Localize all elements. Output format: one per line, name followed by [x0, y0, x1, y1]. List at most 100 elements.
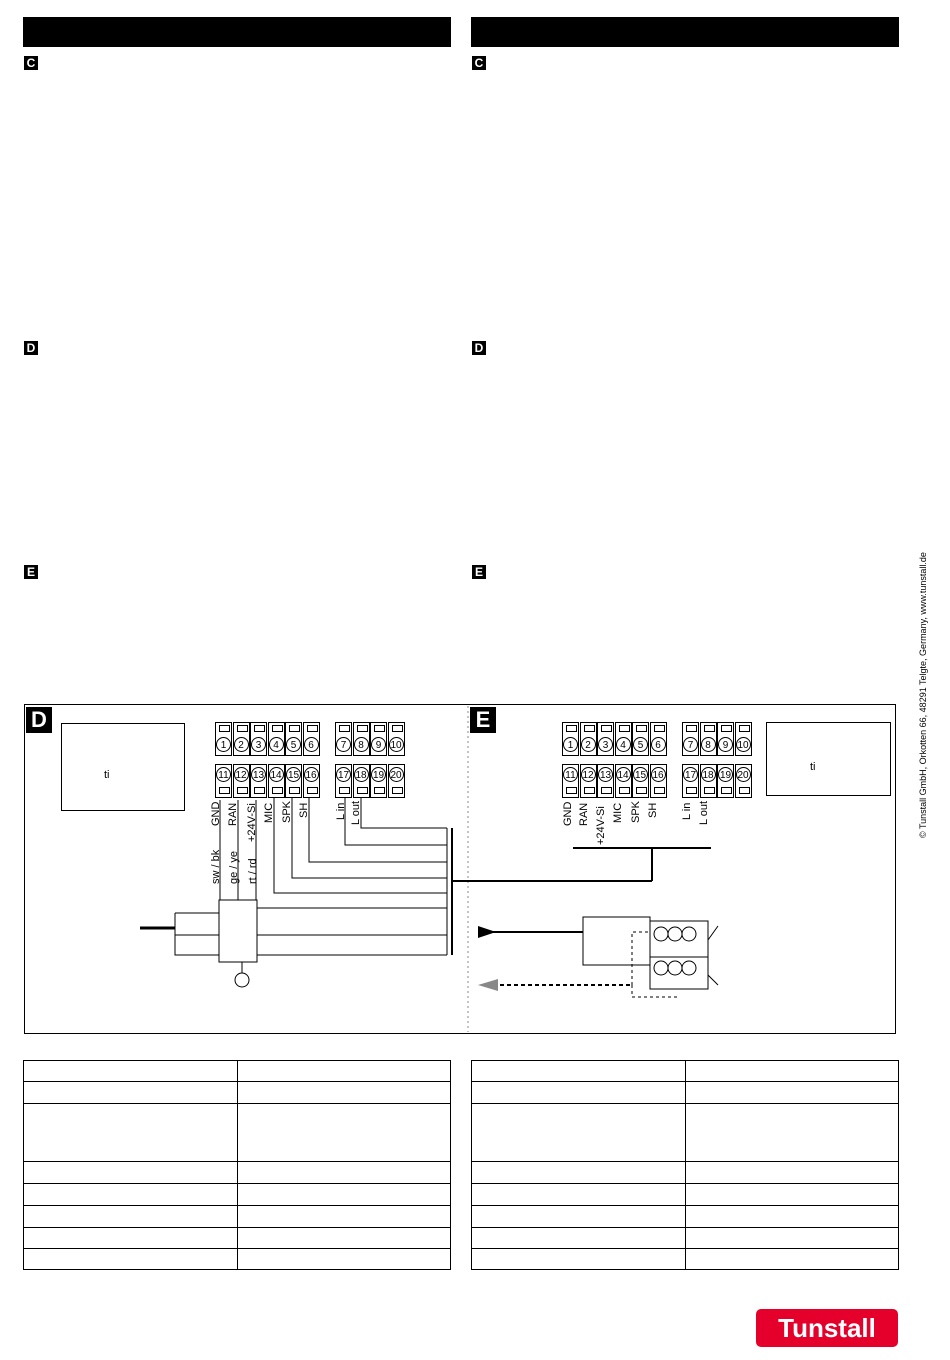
terminal-slot — [391, 725, 403, 732]
terminal-number: 2 — [233, 737, 249, 752]
signal-label: SH — [647, 802, 659, 818]
terminal-slot — [289, 725, 300, 732]
terminal-slot — [686, 725, 697, 732]
terminal-slot — [391, 787, 403, 794]
terminal: 7 — [335, 722, 352, 756]
terminal-slot — [686, 787, 697, 794]
section-e-left: E — [24, 565, 38, 579]
terminal-number: 12 — [233, 767, 249, 782]
terminal: 6 — [649, 722, 667, 756]
terminal-number: 19 — [718, 767, 733, 782]
terminal-number: 7 — [336, 737, 351, 752]
terminal-slot — [738, 787, 750, 794]
terminal-number: 5 — [286, 737, 301, 752]
device-box-d: ti — [61, 723, 185, 811]
terminal-slot — [219, 787, 230, 794]
terminal-slot — [721, 725, 732, 732]
terminal-number: 7 — [683, 737, 698, 752]
terminal-number: 13 — [598, 767, 613, 782]
terminal: 17 — [682, 764, 699, 798]
terminal-number: 16 — [650, 767, 666, 782]
terminal-number: 3 — [251, 737, 266, 752]
terminal-slot — [374, 787, 385, 794]
terminal: 13 — [597, 764, 614, 798]
signal-label: L in — [335, 802, 347, 820]
terminal: 4 — [267, 722, 285, 756]
terminal-number: 1 — [216, 737, 231, 752]
terminal-number: 20 — [735, 767, 751, 782]
terminal-slot — [339, 725, 350, 732]
terminal: 12 — [232, 764, 250, 798]
diagram-e-tag: E — [470, 707, 496, 733]
signal-label: L out — [698, 800, 710, 825]
header-bar-right — [471, 17, 899, 47]
terminal-slot — [653, 787, 665, 794]
terminal-slot — [271, 725, 283, 732]
terminal: 11 — [215, 764, 232, 798]
terminal: 15 — [632, 764, 649, 798]
terminal-number: 9 — [371, 737, 386, 752]
terminal: 14 — [267, 764, 285, 798]
terminal: 5 — [285, 722, 302, 756]
terminal-number: 10 — [735, 737, 751, 752]
terminal-slot — [374, 725, 385, 732]
header-bar-left — [23, 17, 451, 47]
terminal-number: 18 — [700, 767, 716, 782]
terminal-number: 17 — [683, 767, 698, 782]
table-right — [471, 1060, 899, 1270]
terminal: 2 — [579, 722, 597, 756]
terminal-slot — [356, 787, 368, 794]
device-box-e: ti — [766, 722, 891, 796]
terminal: 12 — [579, 764, 597, 798]
terminal-slot — [601, 787, 612, 794]
terminal-number: 5 — [633, 737, 648, 752]
terminal-number: 6 — [303, 737, 319, 752]
terminal: 13 — [250, 764, 267, 798]
terminal-slot — [703, 725, 715, 732]
terminal: 3 — [250, 722, 267, 756]
terminal: 7 — [682, 722, 699, 756]
section-c-right: C — [472, 56, 486, 70]
signal-label: GND — [562, 801, 574, 826]
terminal: 1 — [562, 722, 579, 756]
signal-label: SPK — [630, 800, 642, 823]
terminal-number: 2 — [580, 737, 596, 752]
terminal: 20 — [387, 764, 405, 798]
terminal: 17 — [335, 764, 352, 798]
signal-label: MIC — [612, 802, 624, 823]
table-left — [23, 1060, 451, 1270]
device-box-d-label: ti — [104, 769, 110, 781]
terminal-slot — [566, 787, 577, 794]
terminal-slot — [566, 725, 577, 732]
tunstall-logo: Tunstall — [756, 1309, 898, 1347]
terminal: 18 — [699, 764, 717, 798]
section-d-right: D — [472, 341, 486, 355]
terminal: 5 — [632, 722, 649, 756]
terminal-number: 14 — [615, 767, 631, 782]
signal-label: +24V-Si — [595, 806, 607, 845]
terminal: 16 — [649, 764, 667, 798]
terminal-slot — [738, 725, 750, 732]
terminal-slot — [618, 725, 630, 732]
terminal-number: 12 — [580, 767, 596, 782]
signal-label: GND — [210, 801, 222, 826]
terminal: 9 — [370, 722, 387, 756]
terminal-number: 14 — [268, 767, 284, 782]
terminal-slot — [271, 787, 283, 794]
terminal: 3 — [597, 722, 614, 756]
terminal-number: 6 — [650, 737, 666, 752]
terminal: 19 — [370, 764, 387, 798]
section-d-left: D — [24, 341, 38, 355]
terminal-slot — [236, 787, 248, 794]
signal-label: SPK — [281, 800, 293, 823]
terminal-slot — [653, 725, 665, 732]
terminal: 8 — [352, 722, 370, 756]
terminal-number: 15 — [286, 767, 301, 782]
signal-label: RAN — [578, 802, 590, 826]
terminal-number: 3 — [598, 737, 613, 752]
terminal-slot — [254, 725, 265, 732]
terminal: 4 — [614, 722, 632, 756]
terminal: 10 — [734, 722, 752, 756]
terminal: 18 — [352, 764, 370, 798]
